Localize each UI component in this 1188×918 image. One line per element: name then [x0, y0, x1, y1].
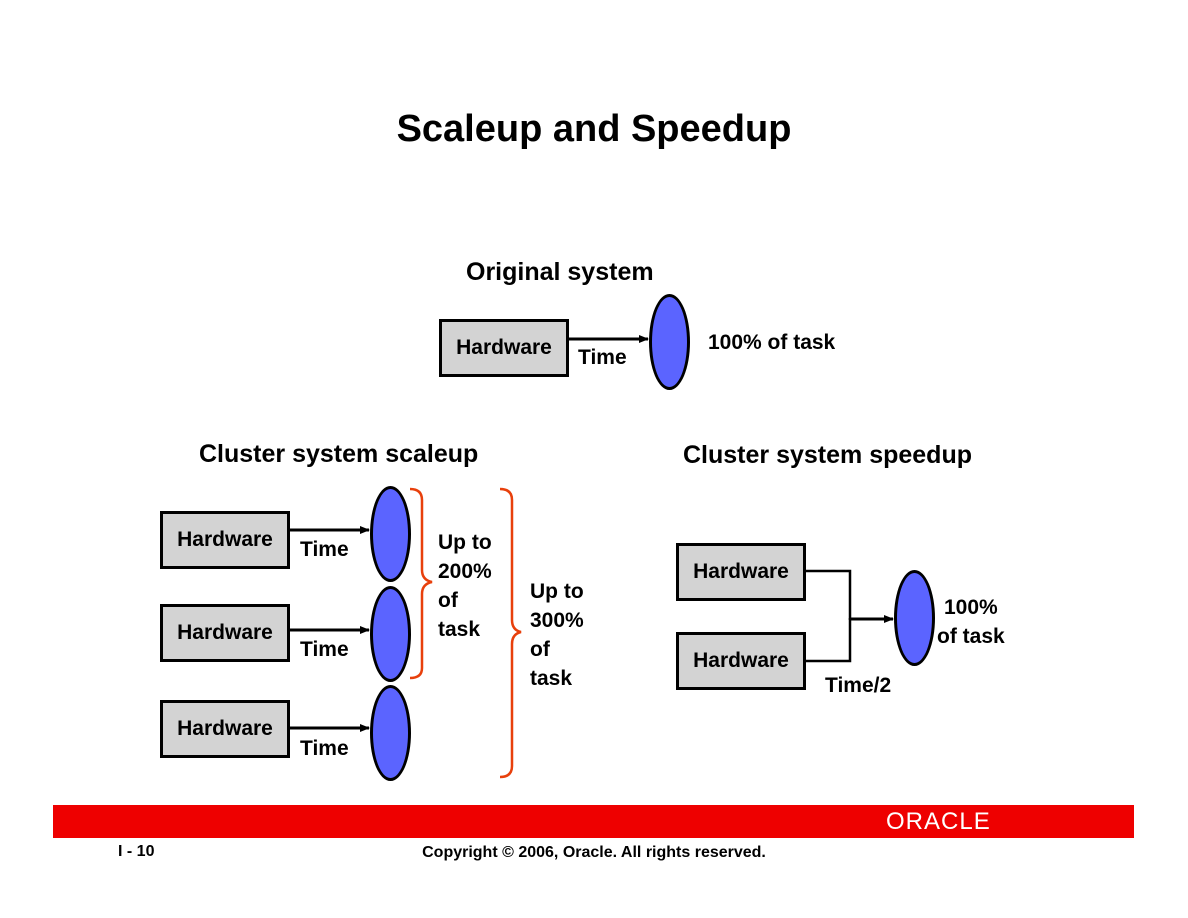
- hardware-label: Hardware: [693, 649, 789, 672]
- page-number: I - 10: [118, 843, 155, 860]
- scaleup-heading: Cluster system scaleup: [199, 440, 479, 468]
- footer-bar: ORACLE: [53, 805, 1134, 838]
- scaleup-task-ellipse-2: [370, 586, 411, 682]
- bracket-300-line: of: [530, 638, 550, 661]
- scaleup-hardware-box-3: Hardware: [160, 700, 290, 758]
- bracket-300: [499, 487, 522, 779]
- speedup-connector-bottom: [805, 618, 852, 663]
- scaleup-hardware-box-2: Hardware: [160, 604, 290, 662]
- speedup-hardware-box-1: Hardware: [676, 543, 806, 601]
- scaleup-time-label-2: Time: [300, 638, 349, 661]
- bracket-300-line: 300%: [530, 609, 584, 632]
- bracket-200: [409, 487, 433, 680]
- hardware-label: Hardware: [456, 336, 552, 359]
- hardware-label: Hardware: [693, 560, 789, 583]
- original-time-label: Time: [578, 346, 627, 369]
- original-hardware-box: Hardware: [439, 319, 569, 377]
- bracket-200-line: 200%: [438, 560, 492, 583]
- speedup-hardware-box-2: Hardware: [676, 632, 806, 690]
- scaleup-task-ellipse-3: [370, 685, 411, 781]
- speedup-time-label: Time/2: [825, 674, 892, 697]
- bracket-200-line: task: [438, 618, 481, 641]
- copyright-notice: Copyright © 2006, Oracle. All rights res…: [422, 844, 766, 861]
- slide-title: Scaleup and Speedup: [396, 108, 792, 150]
- speedup-task-label: 100% of task: [937, 593, 1005, 651]
- hardware-label: Hardware: [177, 621, 273, 644]
- bracket-300-label: Up to 300% of task: [530, 577, 584, 693]
- bracket-200-label: Up to 200% of task: [438, 528, 492, 644]
- bracket-200-line: Up to: [438, 531, 492, 554]
- scaleup-time-label-1: Time: [300, 538, 349, 561]
- original-task-ellipse: [649, 294, 690, 390]
- speedup-task-line: 100%: [943, 596, 998, 619]
- speedup-task-ellipse: [894, 570, 935, 666]
- original-task-label: 100% of task: [708, 331, 836, 354]
- bracket-200-line: of: [438, 589, 458, 612]
- hardware-label: Hardware: [177, 528, 273, 551]
- speedup-connector-top: [805, 569, 852, 620]
- scaleup-hardware-box-1: Hardware: [160, 511, 290, 569]
- bracket-300-line: Up to: [530, 580, 584, 603]
- speedup-task-line: of task: [937, 625, 1005, 648]
- hardware-label: Hardware: [177, 717, 273, 740]
- scaleup-time-label-3: Time: [300, 737, 349, 760]
- oracle-logo: ORACLE: [886, 808, 991, 835]
- speedup-heading: Cluster system speedup: [683, 441, 972, 469]
- bracket-300-line: task: [530, 667, 573, 690]
- scaleup-task-ellipse-1: [370, 486, 411, 582]
- original-system-heading: Original system: [466, 258, 654, 286]
